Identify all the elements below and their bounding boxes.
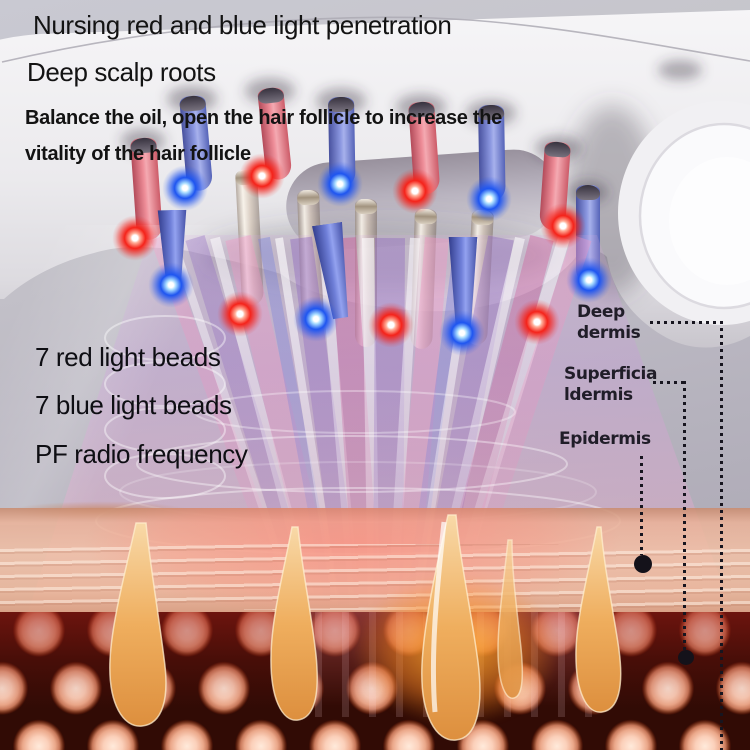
headline-line1: Nursing red and blue light penetration	[33, 10, 452, 40]
hair-follicle	[575, 526, 622, 713]
epidermis-leader-line	[640, 456, 643, 555]
label-epidermis: Epidermis	[559, 429, 651, 450]
follicle-sheen	[430, 521, 447, 713]
headline-line4: vitality of the hair follicle	[25, 143, 251, 165]
label-superficial-dermis-line2: ldermis	[564, 385, 633, 405]
superficial-dermis-endpoint-dot	[678, 650, 694, 665]
label-epidermis-text: Epidermis	[559, 429, 651, 449]
hair-follicle	[270, 526, 318, 721]
feature-rf: PF radio frequency	[35, 439, 248, 469]
ripple-ring	[136, 435, 568, 493]
label-superficial-dermis-line1: Superficia	[564, 364, 658, 384]
rf-coil	[104, 315, 226, 499]
hair-follicle	[497, 539, 524, 699]
headline-line2: Deep scalp roots	[27, 57, 216, 87]
deep-dermis-leader-line	[720, 321, 723, 750]
label-deep-dermis: Deep dermis	[577, 302, 641, 344]
device-seam-line	[1, 16, 750, 63]
ripple-ring	[194, 390, 516, 434]
feature-blue-beads: 7 blue light beads	[35, 390, 232, 420]
deep-dermis-leader-line	[650, 321, 723, 324]
label-deep-dermis-line1: Deep	[577, 302, 625, 322]
feature-red-beads: 7 red light beads	[35, 342, 221, 372]
headline-line3: Balance the oil, open the hair follicle …	[25, 107, 502, 129]
epidermis-endpoint-dot	[634, 555, 652, 573]
label-superficial-dermis: Superficia ldermis	[564, 364, 657, 406]
hair-follicle	[421, 514, 481, 741]
hair-follicle	[109, 522, 167, 727]
superficial-dermis-leader-line	[683, 381, 686, 652]
label-deep-dermis-line2: dermis	[577, 323, 641, 343]
hair-follicles	[109, 514, 622, 741]
superficial-dermis-leader-line	[653, 381, 685, 384]
device-disc-center	[669, 157, 750, 285]
